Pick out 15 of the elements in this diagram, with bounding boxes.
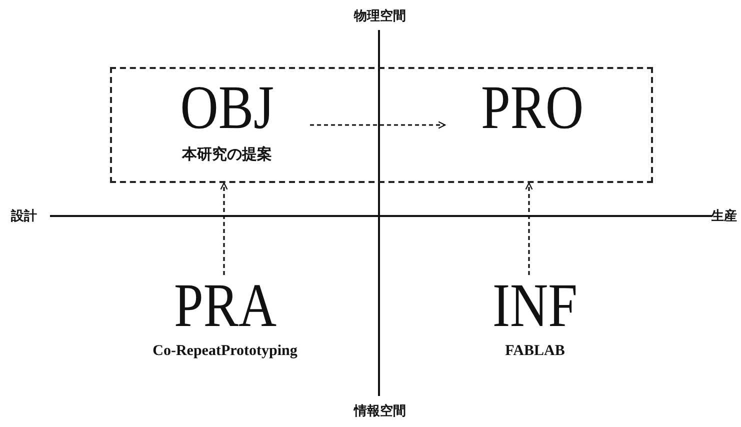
caption-text: FABLAB [505, 343, 565, 360]
arrow [310, 121, 446, 129]
axis-label: 設計 [11, 207, 37, 225]
acronym-text: INF [492, 275, 578, 337]
acronym-text: PRA [174, 275, 276, 337]
axis-label: 生産 [711, 207, 737, 225]
caption-text: 本研究の提案 [182, 145, 272, 164]
acronym-text: PRO [480, 77, 584, 139]
arrow [220, 182, 228, 275]
axis-label: 物理空間 [354, 7, 406, 25]
dashed-box [110, 67, 653, 183]
caption-text: Co-RepeatPrototyping [152, 343, 298, 360]
acronym-text: OBJ [180, 77, 274, 139]
axis-label: 情報空間 [354, 402, 406, 420]
arrow [525, 182, 533, 275]
